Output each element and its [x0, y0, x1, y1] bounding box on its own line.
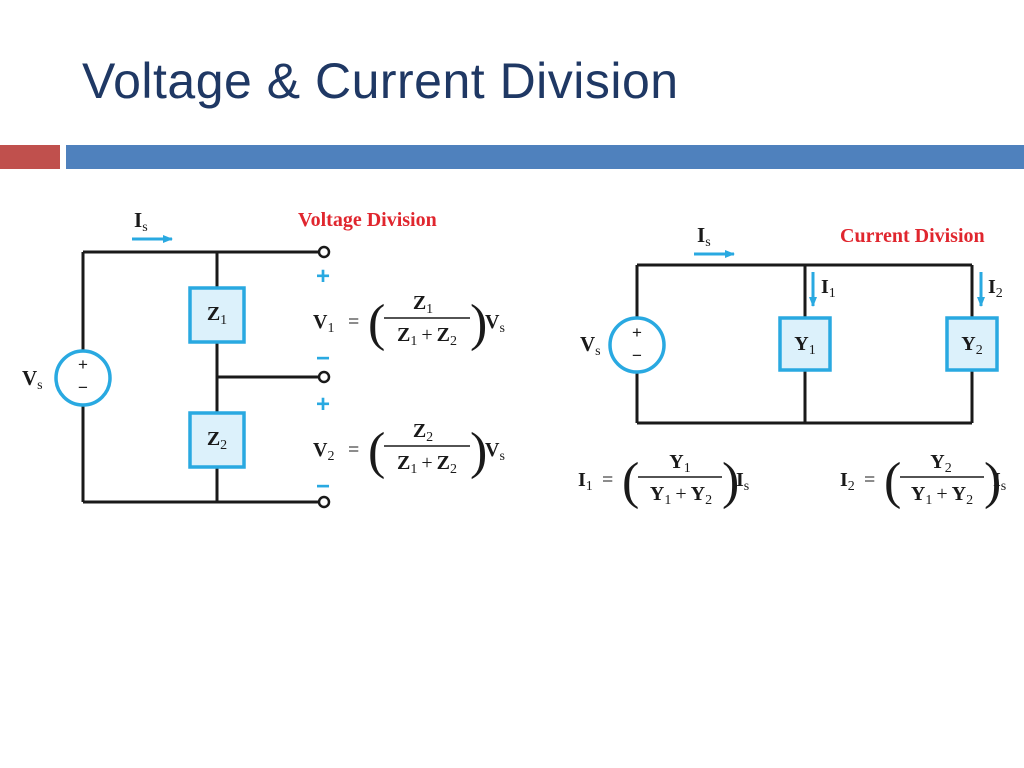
svg-text:Vs: Vs [485, 311, 505, 336]
current-division-circuit: + − Vs Is I1 I2 Y1 Y2 Current Division I… [578, 223, 1006, 510]
source-minus-sign: − [632, 346, 642, 365]
accent-bar-red [0, 145, 60, 169]
v2-plus-sign: + [316, 391, 330, 418]
z2-label: Z2 [207, 428, 227, 453]
svg-text:(: ( [368, 423, 385, 480]
svg-text:(: ( [368, 295, 385, 352]
source-plus-sign: + [632, 323, 642, 342]
terminal-middle [317, 370, 331, 384]
i2-label: I2 [988, 276, 1003, 301]
svg-text:=: = [348, 311, 359, 333]
impedance-z1 [188, 286, 246, 344]
svg-text:Vs: Vs [485, 439, 505, 464]
slide-title: Voltage & Current Division [82, 53, 679, 109]
svg-text:(: ( [622, 453, 639, 510]
i1-label: I1 [821, 276, 836, 301]
i2-equation: I2 = ( Y2 Y1+Y2 ) Is [840, 451, 1006, 510]
v1-equation: V1 = ( Z1 Z1+Z2 ) Vs [313, 292, 505, 352]
svg-text:Y1: Y1 [669, 451, 690, 476]
accent-bar-blue [66, 145, 1024, 169]
svg-text:I1: I1 [578, 469, 593, 494]
svg-text:=: = [348, 439, 359, 461]
svg-text:Is: Is [736, 469, 749, 494]
voltage-source-icon [54, 349, 112, 407]
svg-text:(: ( [884, 453, 901, 510]
i1-equation: I1 = ( Y1 Y1+Y2 ) Is [578, 451, 749, 510]
z1-label: Z1 [207, 303, 227, 328]
impedance-z2 [188, 411, 246, 469]
terminal-top [317, 245, 331, 259]
svg-text:): ) [470, 295, 487, 352]
source-label: Vs [580, 332, 601, 359]
current-label: Is [134, 208, 148, 235]
v1-plus-sign: + [316, 263, 330, 290]
y2-label: Y2 [961, 333, 982, 358]
current-division-heading: Current Division [840, 225, 985, 247]
svg-text:=: = [602, 469, 613, 491]
source-label: Vs [22, 366, 43, 393]
svg-text:Z1+Z2: Z1+Z2 [397, 324, 457, 349]
svg-text:Y1+Y2: Y1+Y2 [911, 483, 973, 508]
svg-text:I2: I2 [840, 469, 855, 494]
admittance-y2 [945, 316, 999, 372]
svg-text:Y1+Y2: Y1+Y2 [650, 483, 712, 508]
svg-text:Is: Is [993, 469, 1006, 494]
y1-label: Y1 [794, 333, 815, 358]
admittance-y1 [778, 316, 832, 372]
svg-text:Z1: Z1 [413, 292, 433, 317]
svg-text:Z1+Z2: Z1+Z2 [397, 452, 457, 477]
terminal-bottom [317, 495, 331, 509]
source-minus-sign: − [78, 378, 88, 397]
current-label: Is [697, 223, 711, 250]
v1-minus-sign: − [316, 345, 330, 372]
v2-equation: V2 = ( Z2 Z1+Z2 ) Vs [313, 420, 505, 480]
svg-text:=: = [864, 469, 875, 491]
svg-text:Y2: Y2 [930, 451, 951, 476]
voltage-division-circuit: + − Vs Is Z1 Z2 + − + − Voltage Division… [22, 208, 505, 509]
voltage-division-heading: Voltage Division [298, 209, 437, 231]
svg-text:): ) [470, 423, 487, 480]
svg-text:): ) [722, 453, 739, 510]
source-plus-sign: + [78, 355, 88, 374]
voltage-source-icon [608, 316, 666, 374]
svg-text:Z2: Z2 [413, 420, 433, 445]
svg-text:V1: V1 [313, 311, 334, 336]
v2-minus-sign: − [316, 473, 330, 500]
svg-text:V2: V2 [313, 439, 334, 464]
svg-text:): ) [984, 453, 1001, 510]
